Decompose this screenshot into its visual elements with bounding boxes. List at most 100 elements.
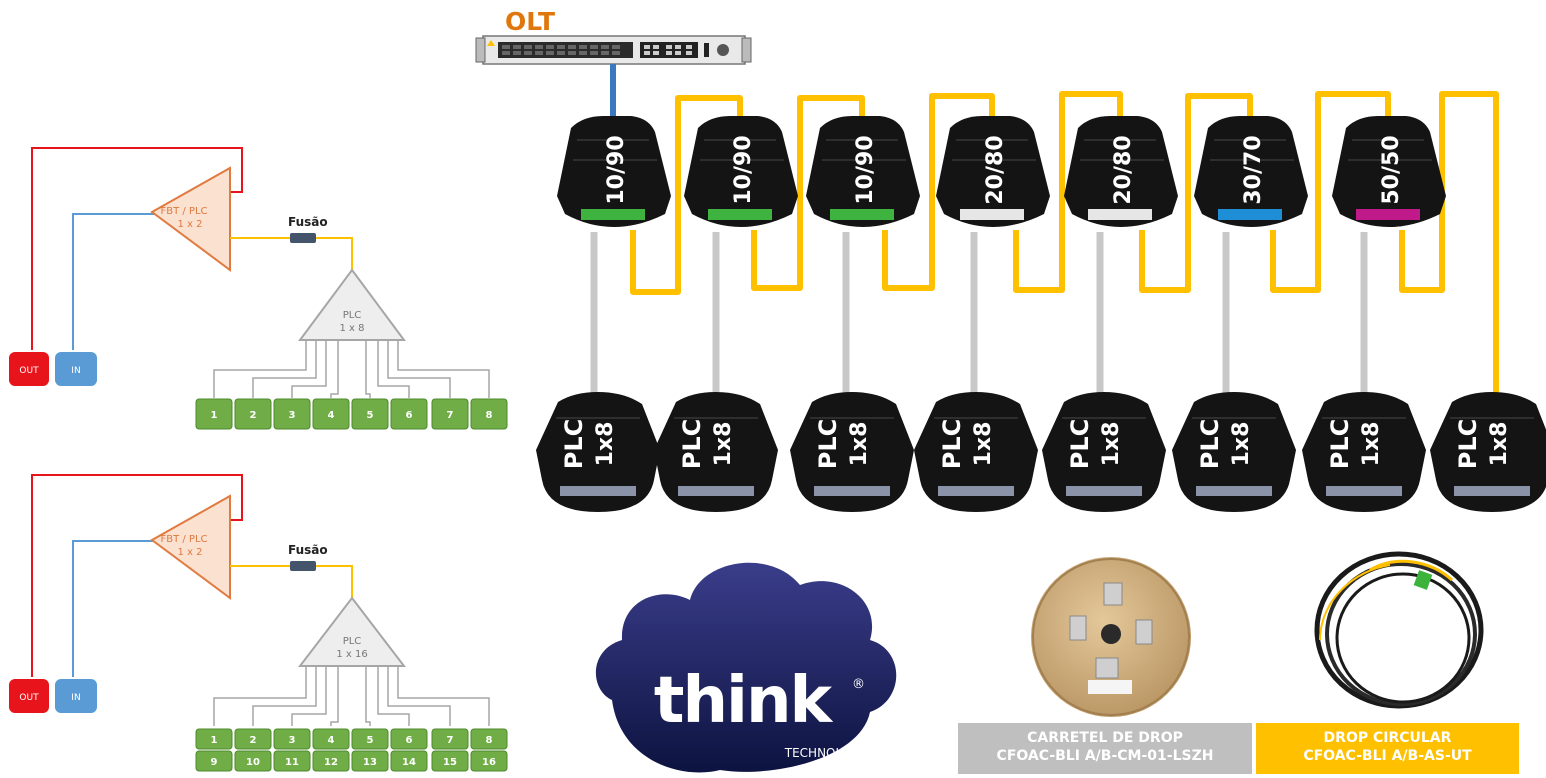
output-port: [431, 728, 469, 750]
out-label: OUT: [19, 366, 39, 376]
cascade-fiber-3: [882, 93, 995, 291]
output-port-label: 16: [482, 757, 496, 768]
fusion-splice: [290, 561, 316, 571]
reel-caption: CARRETEL DE DROP CFOAC-BLI A/B-CM-01-LSZ…: [958, 723, 1252, 774]
in-port: [55, 352, 97, 386]
plc-box-label-line1: PLC: [678, 419, 706, 470]
output-port: [234, 750, 272, 772]
plc-box-label-line1: PLC: [1454, 419, 1482, 470]
output-port-label: 4: [328, 735, 335, 746]
plc-label-line2: 1 x 8: [340, 323, 365, 334]
logo-subtext: TECHNOLOGY: [784, 746, 868, 760]
output-port-label: 2: [250, 410, 257, 421]
plc-box-label-line2: 1x8: [1487, 422, 1512, 467]
plc-box-label-line2: 1x8: [1229, 422, 1254, 467]
adapter-strip: [1066, 486, 1142, 496]
splitter-box: 10/90: [557, 116, 671, 227]
splitter-box: 50/50: [1332, 116, 1446, 227]
plc-box-label-line1: PLC: [560, 419, 588, 470]
in-label: IN: [71, 366, 80, 376]
logo-registered-mark: ®: [852, 677, 865, 692]
adapter-strip: [560, 486, 636, 496]
plc-box-label-line2: 1x8: [1099, 422, 1124, 467]
reel-caption-line2: CFOAC-BLI A/B-CM-01-LSZH: [996, 748, 1214, 764]
output-port: [470, 728, 508, 750]
splitter-ratio-label: 30/70: [1241, 135, 1266, 204]
drop-caption: DROP CIRCULAR CFOAC-BLI A/B-AS-UT: [1256, 723, 1519, 774]
splitter-box: 10/90: [684, 116, 798, 227]
adapter-strip: [1088, 209, 1152, 220]
drop-reel-image: [1031, 557, 1191, 717]
plc-label-line2: 1 x 16: [336, 649, 367, 660]
fbt-label-line2: 1 x 2: [178, 547, 203, 558]
splitter-box: 10/90: [806, 116, 920, 227]
adapter-strip: [708, 209, 772, 220]
adapter-strip: [581, 209, 645, 220]
cascade-fiber-2: [751, 95, 865, 291]
plc-label-line1: PLC: [343, 636, 362, 647]
output-port-label: 3: [289, 410, 296, 421]
output-port-label: 5: [367, 410, 374, 421]
drop-caption-line2: CFOAC-BLI A/B-AS-UT: [1303, 748, 1472, 764]
output-port-label: 4: [328, 410, 335, 421]
fbt-label-line1: FBT / PLC: [160, 534, 207, 545]
fbt-splitter-triangle: [150, 494, 231, 600]
plc-splitter-triangle: [298, 268, 406, 341]
output-port-label: 9: [211, 757, 218, 768]
adapter-strip: [830, 209, 894, 220]
output-port-label: 7: [447, 410, 454, 421]
splitter-ratio-label: 10/90: [731, 135, 756, 204]
plc-box-label-line2: 1x8: [711, 422, 736, 467]
splitter-box: 30/70: [1194, 116, 1308, 227]
adapter-strip: [960, 209, 1024, 220]
adapter-strip: [1454, 486, 1530, 496]
plc-box-label-line1: PLC: [1326, 419, 1354, 470]
output-port: [351, 398, 389, 430]
splitter-ratio-label: 20/80: [1111, 135, 1136, 204]
out-port: [9, 352, 49, 386]
output-port-label: 8: [486, 410, 493, 421]
output-port: [431, 750, 469, 772]
output-port: [390, 398, 428, 430]
output-port-label: 6: [406, 410, 413, 421]
in-label: IN: [71, 693, 80, 703]
plc-box-label-line1: PLC: [1066, 419, 1094, 470]
adapter-strip: [1326, 486, 1402, 496]
fusion-splice: [290, 233, 316, 243]
output-port-label: 1: [211, 410, 218, 421]
output-port: [390, 750, 428, 772]
adapter-strip: [938, 486, 1014, 496]
output-port-label: 8: [486, 735, 493, 746]
output-port: [312, 398, 350, 430]
adapter-strip: [1356, 209, 1420, 220]
reel-caption-line1: CARRETEL DE DROP: [1027, 730, 1183, 746]
plc-box-label-line1: PLC: [814, 419, 842, 470]
output-port: [234, 728, 272, 750]
output-port-label: 1: [211, 735, 218, 746]
cascade-fiber-4: [1013, 91, 1123, 293]
plc-box-label-line2: 1x8: [1359, 422, 1384, 467]
output-port: [351, 750, 389, 772]
out-label: OUT: [19, 693, 39, 703]
output-port: [195, 750, 233, 772]
cascade-fiber-6: [1270, 91, 1391, 293]
out-port: [9, 679, 49, 713]
drop-caption-line1: DROP CIRCULAR: [1323, 730, 1452, 746]
splitter-ratio-label: 50/50: [1379, 135, 1404, 204]
think-logo: think ® TECHNOLOGY: [595, 562, 897, 773]
plc-box-label-line2: 1x8: [971, 422, 996, 467]
splitter-ratio-label: 10/90: [604, 135, 629, 204]
fbt-label-line1: FBT / PLC: [160, 206, 207, 217]
output-port-label: 10: [246, 757, 260, 768]
olt-label: OLT: [505, 7, 555, 36]
output-port: [312, 728, 350, 750]
plc-label-line1: PLC: [343, 310, 362, 321]
